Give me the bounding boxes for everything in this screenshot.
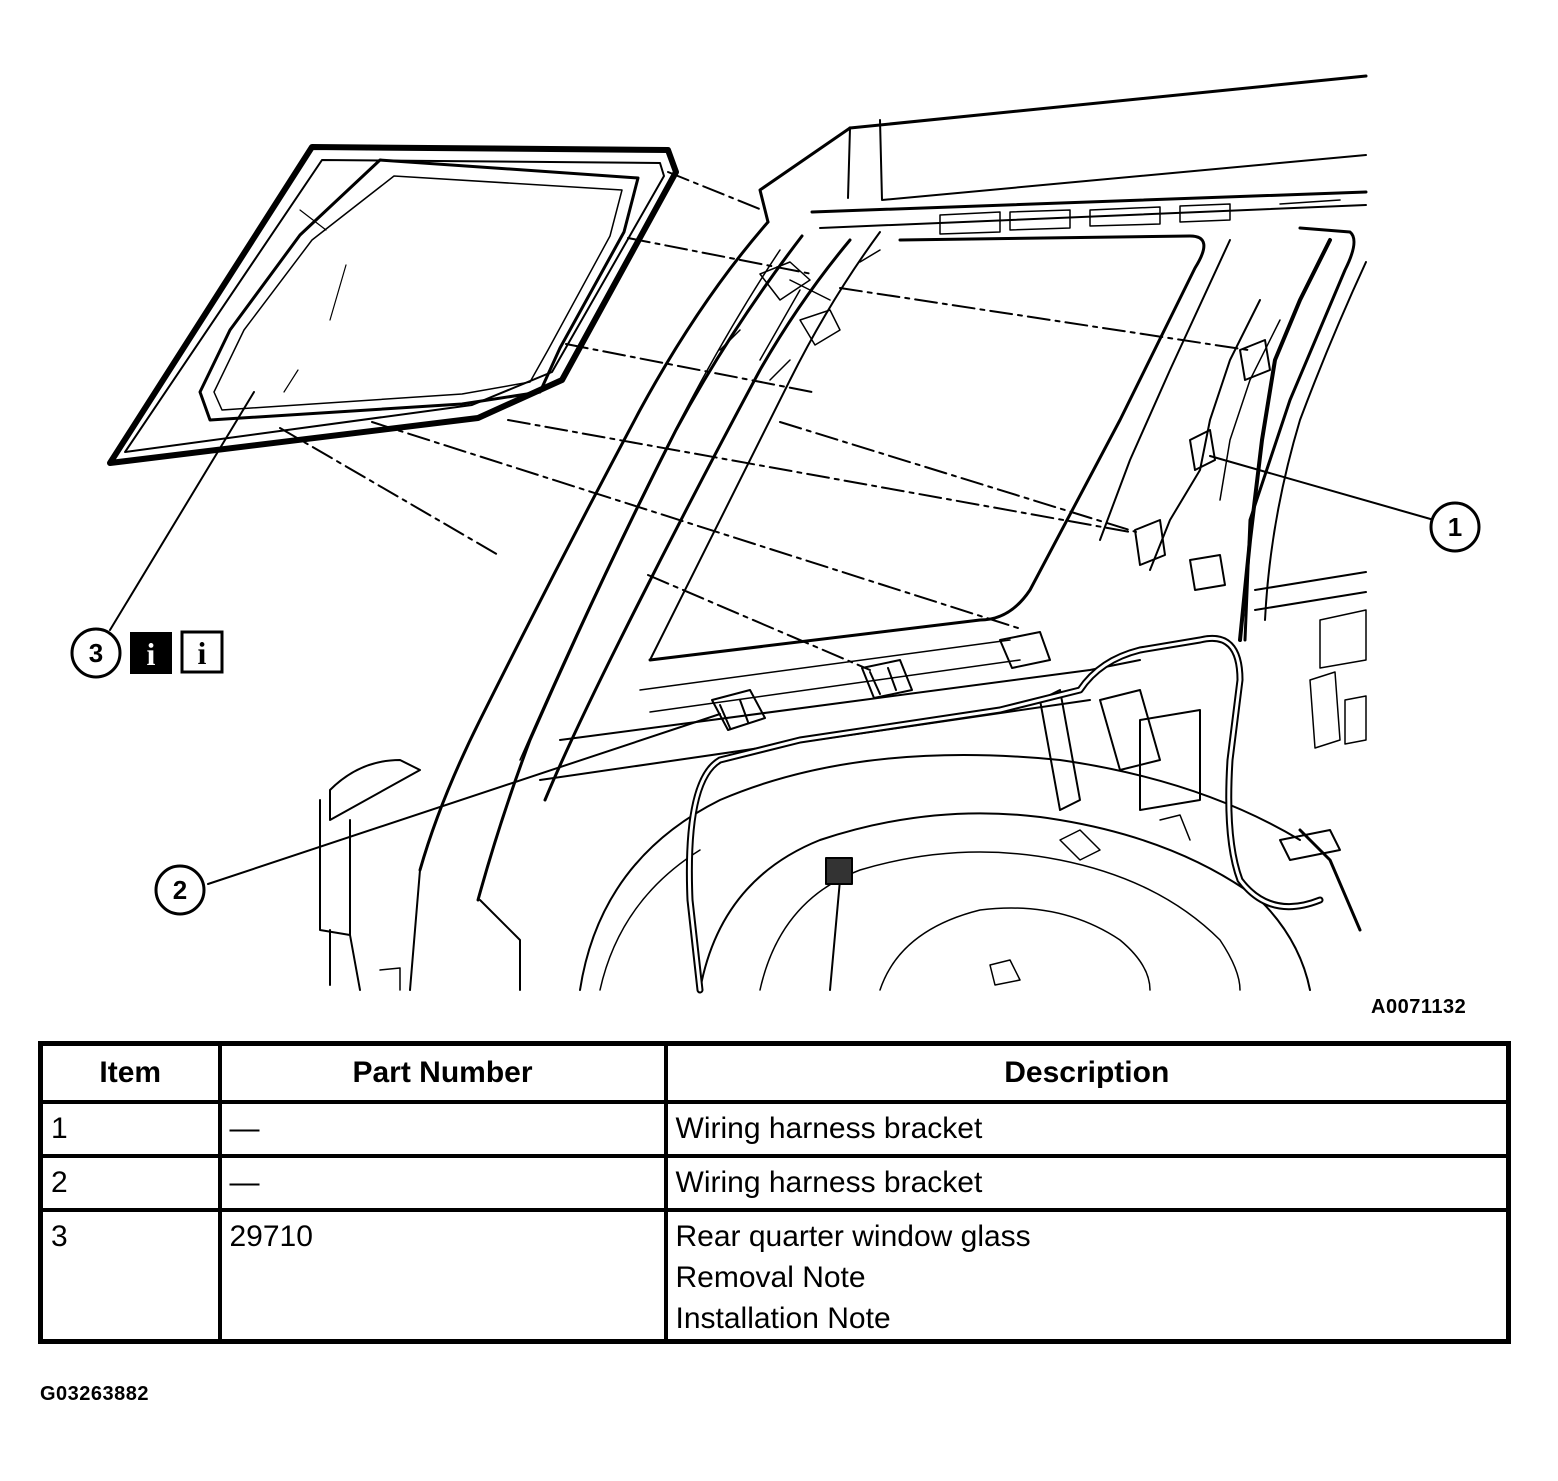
svg-text:i: i <box>198 635 207 671</box>
callout-item-2: 2 <box>154 864 206 916</box>
rear-quarter-window-illustration: 1 2 3 i i <box>70 74 1481 994</box>
rear-quarter-window-glass <box>107 144 679 466</box>
removal-note-link[interactable]: Removal Note <box>675 1261 866 1294</box>
harness-brackets <box>711 631 1051 731</box>
cell-description: Wiring harness bracket <box>663 1100 1511 1158</box>
cell-part-number: — <box>217 1100 668 1158</box>
svg-text:2: 2 <box>173 875 187 905</box>
table-row: 1 — Wiring harness bracket <box>38 1100 1511 1158</box>
svg-text:3: 3 <box>89 638 103 668</box>
callout-leader-lines <box>109 391 1435 885</box>
parts-table: Item Part Number Description 1 — Wiring … <box>38 1041 1511 1344</box>
header-item: Item <box>38 1041 222 1104</box>
cell-description: Rear quarter window glass Removal Note I… <box>663 1208 1511 1344</box>
lower-body-panel <box>319 639 1311 991</box>
wiring-harness <box>685 238 1362 994</box>
figure-code: A0071132 <box>1371 996 1467 1018</box>
alignment-leader-lines <box>279 171 1249 671</box>
description-line: Wiring harness bracket <box>675 1112 983 1145</box>
header-description: Description <box>663 1041 1511 1104</box>
callout-item-1: 1 <box>1429 501 1481 553</box>
c-pillar <box>418 220 881 902</box>
svg-text:1: 1 <box>1448 512 1462 542</box>
table-row: 3 29710 Rear quarter window glass Remova… <box>38 1208 1511 1344</box>
graphic-code: G03263882 <box>40 1383 150 1405</box>
svg-text:i: i <box>147 636 156 672</box>
removal-note-info-icon[interactable]: i <box>130 632 172 674</box>
table-row: 2 — Wiring harness bracket <box>38 1154 1511 1212</box>
rear-window-opening <box>648 234 1206 662</box>
cell-description: Wiring harness bracket <box>663 1154 1511 1212</box>
table-header-row: Item Part Number Description <box>38 1041 1511 1104</box>
callout-item-3: 3 <box>70 627 122 679</box>
cell-item: 3 <box>38 1208 222 1344</box>
installation-note-info-icon[interactable]: i <box>180 630 224 674</box>
cell-item: 1 <box>38 1100 222 1158</box>
roof-panel <box>758 74 1368 235</box>
cell-part-number: — <box>217 1154 668 1212</box>
cell-part-number: 29710 <box>217 1208 668 1344</box>
description-line: Wiring harness bracket <box>675 1166 983 1199</box>
cell-item: 2 <box>38 1154 222 1212</box>
installation-note-link[interactable]: Installation Note <box>675 1302 891 1335</box>
d-pillar <box>1099 226 1367 749</box>
description-line: Rear quarter window glass <box>675 1220 1031 1253</box>
header-part-number: Part Number <box>217 1041 668 1104</box>
